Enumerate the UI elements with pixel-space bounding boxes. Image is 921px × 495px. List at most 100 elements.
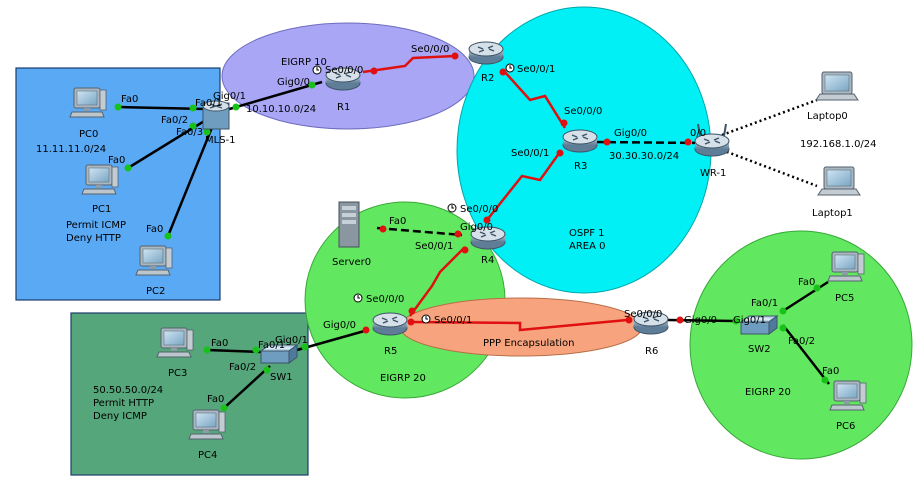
pc4-icon[interactable] (188, 409, 226, 440)
link-server0-r4[interactable] (376, 226, 463, 237)
r1-label: R1 (337, 102, 350, 113)
r6-label: R6 (645, 346, 658, 357)
link-wr1-laptop0 (721, 98, 818, 137)
link-r2-r3[interactable] (502, 69, 567, 129)
pc6-icon[interactable] (829, 380, 867, 411)
wr1-label: WR-1 (700, 168, 726, 179)
mls1-label: MLS-1 (205, 135, 236, 146)
link-pc2-mls1[interactable] (166, 124, 215, 237)
r3-label: R3 (574, 161, 587, 172)
acl-deny-http-label: Deny HTTP (66, 233, 121, 244)
r2-se001-label: Se0/0/1 (517, 64, 555, 75)
net-10-label: 10.10.10.0/24 (246, 104, 316, 115)
pc2-icon[interactable] (135, 245, 173, 276)
laptop0-icon[interactable] (815, 71, 859, 101)
r2-icon[interactable] (468, 41, 504, 65)
clock-icon (421, 314, 431, 324)
link-pc4-sw1[interactable] (223, 365, 271, 409)
sw2-gig01-label: Gig0/1 (733, 315, 766, 326)
r4-gig00-label: Gig0/0 (460, 222, 493, 233)
sw2-label: SW2 (748, 344, 771, 355)
clock-icon (447, 203, 457, 213)
link-sw2-pc5[interactable] (782, 280, 829, 313)
sw2-fa01-label: Fa0/1 (751, 298, 778, 309)
r3-se000-label: Se0/0/0 (564, 106, 602, 117)
eigrp10-label: EIGRP 10 (281, 57, 327, 68)
acl-deny-icmp-label: Deny ICMP (93, 411, 147, 422)
r2-label: R2 (481, 73, 494, 84)
pc0-label: PC0 (79, 129, 98, 140)
ospf-area-label: AREA 0 (569, 241, 606, 252)
r3-se001-label: Se0/0/1 (511, 148, 549, 159)
laptop0-label: Laptop0 (807, 111, 848, 122)
r1-gig00-label: Gig0/0 (277, 77, 310, 88)
r3-gig00-label: Gig0/0 (614, 128, 647, 139)
clock-icon (353, 293, 363, 303)
server0-label: Server0 (332, 257, 371, 268)
r5-icon[interactable] (372, 312, 408, 336)
pc5-label: PC5 (835, 293, 854, 304)
pc0-fa0-label: Fa0 (121, 94, 138, 105)
link-mls1-r1[interactable] (225, 80, 323, 112)
eigrp20-r6-label: EIGRP 20 (745, 387, 791, 398)
acl-permit-http-label: Permit HTTP (93, 398, 154, 409)
pc6-fa0-label: Fa0 (822, 366, 839, 377)
link-r1-r2[interactable] (362, 54, 456, 74)
link-r5-r6[interactable] (410, 318, 628, 332)
mls1-fa03-label: Fa0/3 (176, 127, 203, 138)
net-50-label: 50.50.50.0/24 (93, 385, 163, 396)
wr1-00-label: 0/0 (690, 128, 706, 139)
r2-se000-label: Se0/0/0 (411, 44, 449, 55)
clock-icon (505, 63, 515, 73)
mls1-icon[interactable] (202, 100, 230, 130)
r1-se000-label: Se0/0/0 (325, 65, 363, 76)
link-r4-r5[interactable] (408, 246, 466, 317)
net-30-label: 30.30.30.0/24 (609, 151, 679, 162)
r5-label: R5 (384, 346, 397, 357)
pc5-fa0-label: Fa0 (798, 277, 815, 288)
link-r3-wr1[interactable] (595, 140, 701, 145)
port-dots (114, 52, 829, 412)
r6-gig00-label: Gig0/0 (684, 315, 717, 326)
pc2-fa0-label: Fa0 (146, 224, 163, 235)
r3-icon[interactable] (562, 129, 598, 153)
sw1-label: SW1 (270, 372, 293, 383)
pc3-label: PC3 (168, 368, 187, 379)
link-pc3-sw1[interactable] (206, 348, 263, 354)
clock-icon (312, 65, 322, 75)
ospf-label: OSPF 1 (569, 228, 605, 239)
pc6-label: PC6 (836, 421, 855, 432)
interface-labels: Fa0 Fa0/1 Fa0/2 Fa0/3 Fa0 Fa0 Gig0/1 Gig… (108, 44, 839, 405)
r4-se001-label: Se0/0/1 (415, 241, 453, 252)
link-r5-sw1[interactable] (296, 328, 369, 352)
server0-icon[interactable] (338, 201, 360, 248)
mls1-fa02-label: Fa0/2 (161, 115, 188, 126)
r5-gig00-label: Gig0/0 (323, 320, 356, 331)
acl-permit-icmp-label: Permit ICMP (66, 220, 126, 231)
sw1-fa01-label: Fa0/1 (258, 340, 285, 351)
wr1-icon[interactable] (694, 123, 730, 157)
mls1-gig01-label: Gig0/1 (213, 91, 246, 102)
r4-label: R4 (481, 255, 494, 266)
net-192-label: 192.168.1.0/24 (800, 139, 877, 150)
eigrp20-r6-area (689, 230, 913, 460)
laptop1-icon[interactable] (817, 166, 861, 196)
pc1-icon[interactable] (81, 164, 119, 195)
r4-se000-label: Se0/0/0 (460, 204, 498, 215)
sw2-fa02-label: Fa0/2 (788, 336, 815, 347)
pc3-icon[interactable] (156, 327, 194, 358)
laptop1-label: Laptop1 (812, 208, 853, 219)
eigrp20-r5-label: EIGRP 20 (380, 373, 426, 384)
pc0-icon[interactable] (69, 87, 107, 118)
pc3-fa0-label: Fa0 (211, 338, 228, 349)
r6-se000-label: Se0/0/0 (624, 309, 662, 320)
mls1-fa01-label: Fa0/1 (195, 98, 222, 109)
r5-se000-label: Se0/0/0 (366, 294, 404, 305)
pc5-icon[interactable] (827, 251, 865, 282)
link-wr1-laptop1 (721, 148, 818, 188)
pc2-label: PC2 (146, 286, 165, 297)
link-r3-r4[interactable] (486, 151, 562, 221)
clock-icons (312, 63, 515, 324)
link-sw2-pc6[interactable] (782, 324, 830, 385)
